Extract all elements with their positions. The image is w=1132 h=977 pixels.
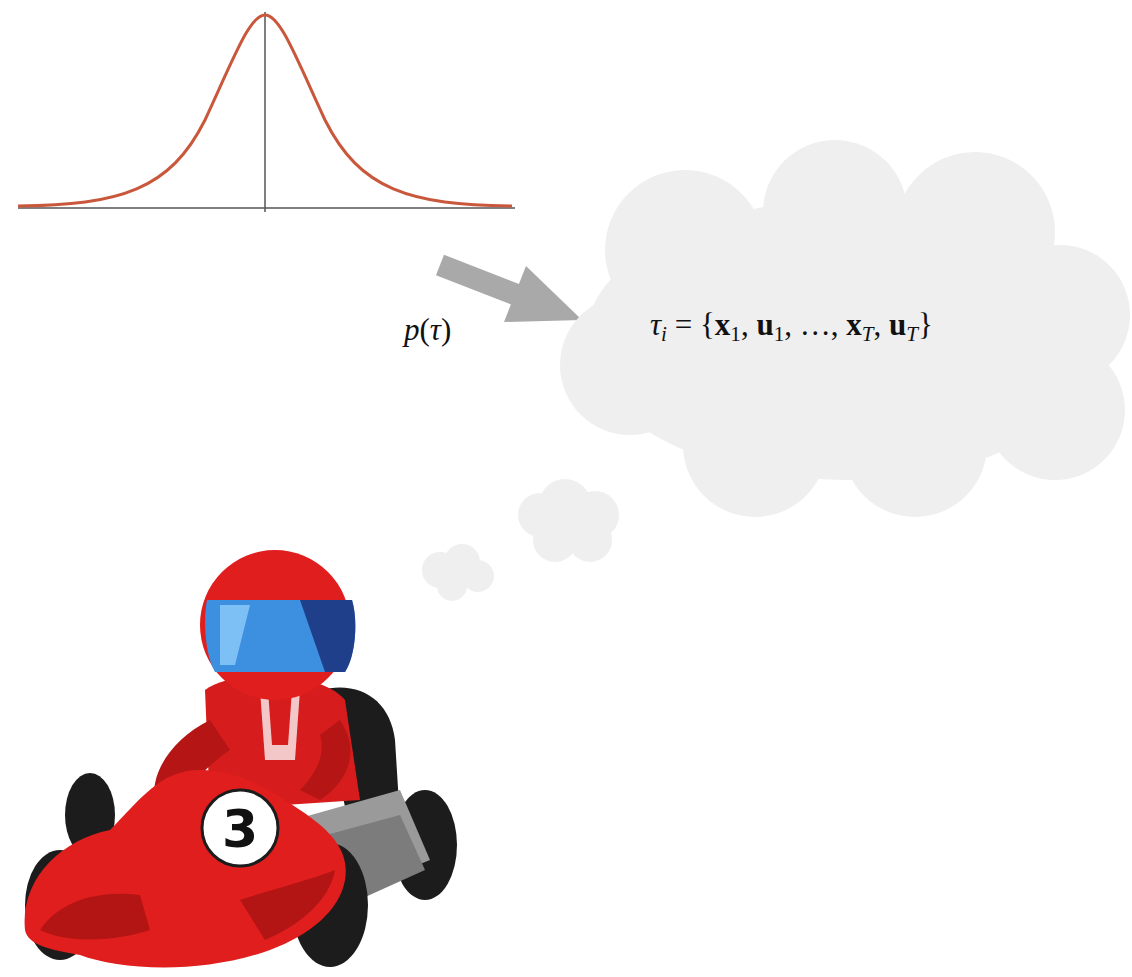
kart-driver bbox=[25, 550, 457, 968]
kart-number: 3 bbox=[222, 799, 258, 859]
thought-bubbles bbox=[422, 479, 619, 601]
gaussian-plot bbox=[18, 12, 515, 212]
distribution-label: p(τ) bbox=[404, 312, 451, 348]
sample-arrow bbox=[440, 265, 582, 322]
thought-cloud: τi = {x1, u1, …, xT, uT} bbox=[555, 140, 1132, 520]
cloud-shape bbox=[555, 140, 1132, 520]
trajectory-formula: τi = {x1, u1, …, xT, uT} bbox=[650, 307, 933, 343]
